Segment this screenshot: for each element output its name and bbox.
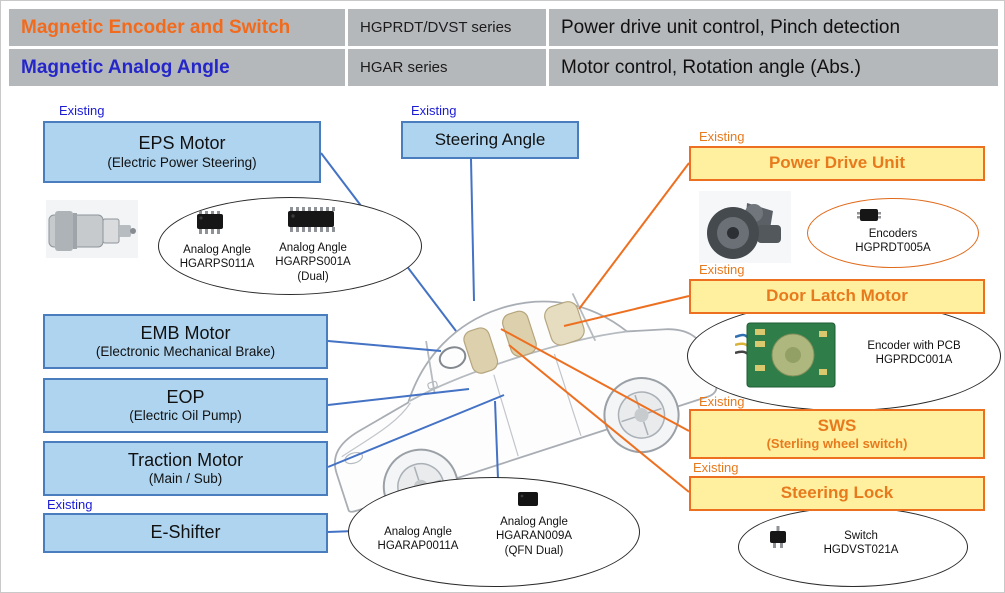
existing-tag-power-drive-unit: Existing	[699, 129, 745, 144]
table-cell-application-encoder-switch: Power drive unit control, Pinch detectio…	[549, 9, 998, 46]
sop16-dual-chip-icon	[283, 207, 339, 235]
app-title: Power Drive Unit	[768, 153, 906, 173]
app-subtitle: (Electric Oil Pump)	[129, 408, 242, 424]
app-subtitle: (Electric Power Steering)	[107, 154, 257, 170]
part-type: Encoders	[868, 228, 918, 240]
app-title: Steering Lock	[780, 483, 894, 503]
table-cell-series-encoder-switch: HGPRDT/DVST series	[348, 9, 546, 46]
product-series-table: Magnetic Encoder and Switch HGPRDT/DVST …	[9, 9, 998, 87]
table-cell-series-analog-angle: HGAR series	[348, 49, 546, 86]
app-box-e-shifter: E-Shifter	[43, 513, 328, 553]
app-title: SWS	[817, 416, 857, 435]
device-ellipse-shifter-chips	[348, 477, 640, 587]
part-variant: (QFN Dual)	[504, 544, 564, 557]
eps-motor-photo	[45, 199, 139, 259]
app-title: EOP	[166, 386, 205, 407]
table-cell-product-analog-angle: Magnetic Analog Angle	[9, 49, 345, 86]
part-label-hgprdt005a: Encoders HGPRDT005A	[823, 227, 963, 256]
part-type: Switch	[844, 530, 878, 542]
app-subtitle: (Sterling wheel switch)	[766, 436, 908, 452]
part-number: HGARPS011A	[179, 258, 255, 271]
existing-tag-e-shifter: Existing	[47, 497, 93, 512]
part-label-hgarps011a: Analog Angle HGARPS011A	[169, 243, 265, 272]
part-type: Encoder with PCB	[867, 340, 961, 352]
app-box-power-drive-unit: Power Drive Unit	[689, 146, 985, 181]
orange-connector-lines	[500, 162, 690, 493]
table-cell-application-analog-angle: Motor control, Rotation angle (Abs.)	[549, 49, 998, 86]
part-number: HGPRDC001A	[875, 354, 953, 367]
table-cell-product-encoder-switch: Magnetic Encoder and Switch	[9, 9, 345, 46]
app-box-steering-lock: Steering Lock	[689, 476, 985, 511]
device-ellipse-switch	[738, 507, 968, 587]
app-title: Traction Motor	[127, 449, 244, 470]
app-title: Steering Angle	[434, 129, 546, 149]
app-subtitle: (Main / Sub)	[148, 471, 223, 487]
app-box-door-latch-motor: Door Latch Motor	[689, 279, 985, 314]
part-number: HGARAN009A	[495, 530, 573, 543]
encoder-chip-icon	[857, 206, 881, 224]
app-title: E-Shifter	[150, 522, 221, 543]
part-type: Analog Angle	[500, 516, 568, 528]
pcb-photo	[734, 319, 837, 391]
app-box-traction-motor: Traction Motor (Main / Sub)	[43, 441, 328, 496]
part-number: HGARPS001A	[275, 256, 351, 269]
part-type: Analog Angle	[279, 242, 347, 254]
existing-tag-door-latch-motor: Existing	[699, 262, 745, 277]
app-title: EMB Motor	[140, 322, 231, 343]
existing-tag-steering-lock: Existing	[693, 460, 739, 475]
app-title: EPS Motor	[138, 133, 226, 154]
app-box-steering-angle: Steering Angle	[401, 121, 579, 159]
sot23-switch-chip-icon	[763, 526, 793, 550]
device-ellipse-encoders	[807, 198, 979, 268]
part-number: HGARAP0011A	[377, 540, 459, 553]
existing-tag-eps-motor: Existing	[59, 103, 105, 118]
part-label-hgprdc001a: Encoder with PCB HGPRDC001A	[849, 339, 979, 368]
part-type: Analog Angle	[384, 526, 452, 538]
part-label-hgarap0011a: Analog Angle HGARAP0011A	[363, 525, 473, 554]
app-box-eps-motor: EPS Motor (Electric Power Steering)	[43, 121, 321, 183]
qfn-chip-icon	[516, 490, 540, 508]
part-type: Analog Angle	[183, 244, 251, 256]
blue-connector-lines	[320, 152, 505, 533]
existing-tag-steering-angle: Existing	[411, 103, 457, 118]
part-variant: (Dual)	[297, 270, 329, 283]
part-label-hgaran009a: Analog Angle HGARAN009A (QFN Dual)	[479, 515, 589, 558]
app-title: Door Latch Motor	[766, 286, 908, 306]
app-box-eop: EOP (Electric Oil Pump)	[43, 378, 328, 433]
app-subtitle: (Electronic Mechanical Brake)	[95, 344, 276, 360]
part-label-hgdvst021a: Switch HGDVST021A	[801, 529, 921, 558]
power-window-motor-photo	[699, 191, 791, 263]
rear-wheel	[603, 377, 680, 454]
part-number: HGPRDT005A	[855, 242, 931, 255]
sop8-chip-icon	[191, 211, 229, 237]
part-label-hgarps001a: Analog Angle HGARPS001A (Dual)	[263, 241, 363, 284]
app-box-sws: SWS (Sterling wheel switch)	[689, 409, 985, 459]
existing-tag-sws: Existing	[699, 394, 745, 409]
app-box-emb-motor: EMB Motor (Electronic Mechanical Brake)	[43, 314, 328, 369]
part-number: HGDVST021A	[823, 544, 899, 557]
